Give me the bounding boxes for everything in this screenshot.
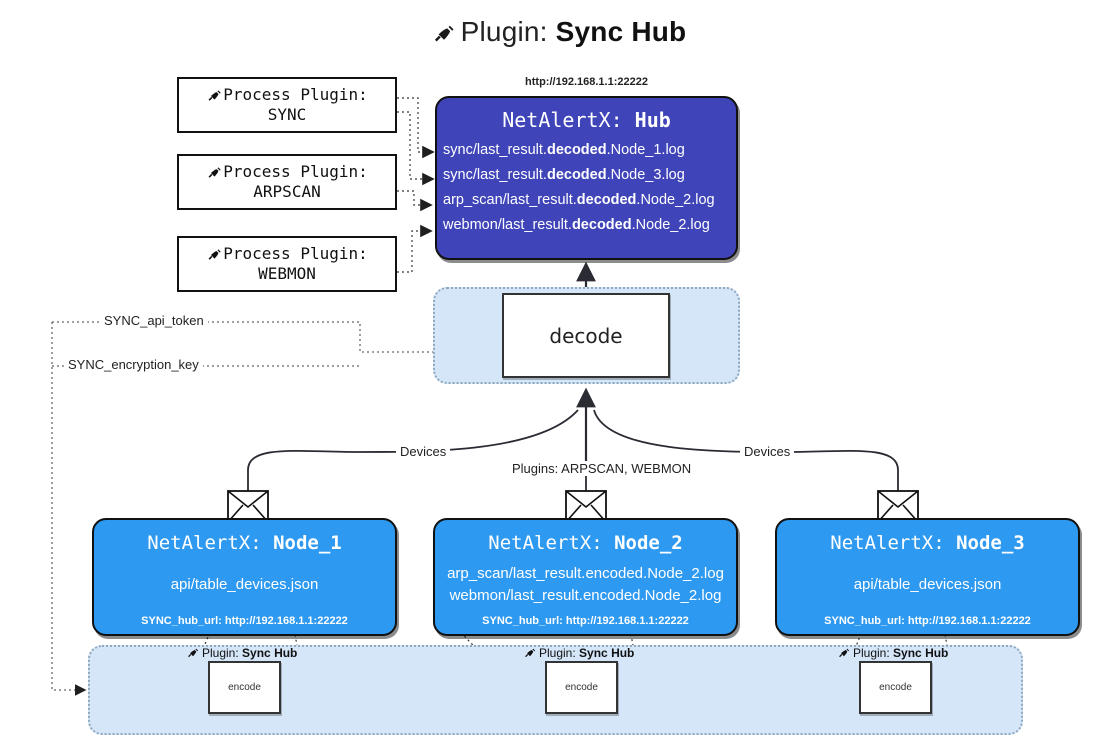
node-line: api/table_devices.json [170, 575, 319, 593]
process-plugin-label: Process Plugin: [223, 84, 368, 104]
plug-icon [523, 645, 539, 660]
hub-title-name: Hub [634, 108, 671, 132]
hub-title-prefix: NetAlertX: [502, 108, 623, 132]
node-box-3[interactable]: NetAlertX: Node_3 api/table_devices.json… [775, 518, 1080, 636]
process-plugin-sync[interactable]: Process Plugin: SYNC [177, 77, 397, 133]
node-title-prefix: NetAlertX: [147, 532, 262, 554]
process-plugin-label: Process Plugin: [223, 243, 368, 263]
node-title-prefix: NetAlertX: [830, 532, 945, 554]
hub-line-post: .Node_2.log [631, 217, 710, 233]
node-line: webmon/last_result.encoded.Node_2.log [449, 586, 722, 604]
node-line-list: api/table_devices.json [777, 554, 1078, 615]
encode-plugin-name: Sync Hub [242, 645, 298, 660]
page-title-prefix: Plugin: [460, 16, 548, 47]
hub-line-pre: sync/last_result. [443, 142, 547, 158]
process-plugin-label: Process Plugin: [223, 161, 368, 181]
page-title-name: Sync Hub [555, 16, 687, 47]
hub-line-post: .Node_3.log [606, 167, 685, 183]
node-box-2[interactable]: NetAlertX: Node_2 arp_scan/last_result.e… [433, 518, 738, 636]
encode-plugin-label-1: Plugin: Sync Hub [186, 645, 297, 660]
node-line: api/table_devices.json [853, 575, 1002, 593]
decode-box[interactable]: decode [502, 293, 670, 378]
encode-box-3[interactable]: encode [859, 661, 932, 714]
hub-line-emphasis: decoded [546, 142, 607, 158]
encode-plugin-label-3: Plugin: Sync Hub [837, 645, 948, 660]
hub-line-list: sync/last_result.decoded.Node_1.log sync… [437, 138, 736, 238]
node-title: NetAlertX: Node_3 [830, 532, 1024, 554]
hub-line-post: .Node_1.log [606, 142, 685, 158]
plugins-label-center: Plugins: ARPSCAN, WEBMON [508, 461, 696, 476]
plug-icon [186, 645, 202, 660]
hub-title: NetAlertX: Hub [437, 108, 736, 132]
plug-icon [206, 162, 223, 182]
node-title-prefix: NetAlertX: [488, 532, 603, 554]
node-line-list: api/table_devices.json [94, 554, 395, 615]
envelope-icon [227, 490, 269, 523]
plug-icon [206, 85, 223, 105]
encode-plugin-prefix: Plugin: [202, 645, 239, 660]
hub-line-pre: sync/last_result. [443, 167, 547, 183]
plug-icon [837, 645, 853, 660]
envelope-icon [565, 490, 607, 523]
node-line: arp_scan/last_result.encoded.Node_2.log [447, 564, 724, 582]
node-box-1[interactable]: NetAlertX: Node_1 api/table_devices.json… [92, 518, 397, 636]
hub-line: sync/last_result.decoded.Node_1.log [437, 138, 736, 163]
encode-plugin-label-2: Plugin: Sync Hub [523, 645, 634, 660]
envelope-icon [877, 490, 919, 523]
hub-line-pre: webmon/last_result. [443, 217, 572, 233]
hub-url: http://192.168.1.1:22222 [525, 76, 648, 88]
node-title-name: Node_2 [614, 532, 683, 554]
hub-line-emphasis: decoded [546, 167, 607, 183]
plug-icon [206, 244, 223, 264]
node-hub-url: SYNC_hub_url: http://192.168.1.1:22222 [824, 615, 1031, 627]
encode-box-1[interactable]: encode [208, 661, 281, 714]
node-title: NetAlertX: Node_1 [147, 532, 341, 554]
hub-line-post: .Node_2.log [636, 192, 715, 208]
process-plugin-name: WEBMON [258, 264, 316, 283]
hub-line-emphasis: decoded [576, 192, 637, 208]
process-plugin-arpscan[interactable]: Process Plugin: ARPSCAN [177, 154, 397, 210]
node-title: NetAlertX: Node_2 [488, 532, 682, 554]
process-plugin-name: SYNC [267, 105, 307, 124]
hub-line: webmon/last_result.decoded.Node_2.log [437, 213, 736, 238]
plug-icon [431, 19, 457, 52]
process-plugin-name: ARPSCAN [253, 182, 321, 201]
page-title: Plugin: Sync Hub [0, 16, 1117, 52]
node-title-name: Node_1 [273, 532, 342, 554]
devices-label-right: Devices [740, 444, 795, 459]
node-hub-url: SYNC_hub_url: http://192.168.1.1:22222 [141, 615, 348, 627]
sync-encryption-key-label: SYNC_encryption_key [64, 357, 203, 372]
encode-plugin-prefix: Plugin: [539, 645, 576, 660]
hub-line: sync/last_result.decoded.Node_3.log [437, 163, 736, 188]
hub-line-pre: arp_scan/last_result. [443, 192, 577, 208]
devices-label-left: Devices [396, 444, 451, 459]
node-hub-url: SYNC_hub_url: http://192.168.1.1:22222 [482, 615, 689, 627]
hub-line-emphasis: decoded [571, 217, 632, 233]
hub-line: arp_scan/last_result.decoded.Node_2.log [437, 188, 736, 213]
node-line-list: arp_scan/last_result.encoded.Node_2.log … [435, 554, 736, 615]
hub-box[interactable]: NetAlertX: Hub sync/last_result.decoded.… [435, 96, 738, 260]
encode-plugin-name: Sync Hub [893, 645, 949, 660]
encode-box-2[interactable]: encode [545, 661, 618, 714]
process-plugin-webmon[interactable]: Process Plugin: WEBMON [177, 236, 397, 292]
sync-api-token-label: SYNC_api_token [100, 313, 208, 328]
encode-plugin-prefix: Plugin: [853, 645, 890, 660]
encode-plugin-name: Sync Hub [579, 645, 635, 660]
node-title-name: Node_3 [956, 532, 1025, 554]
